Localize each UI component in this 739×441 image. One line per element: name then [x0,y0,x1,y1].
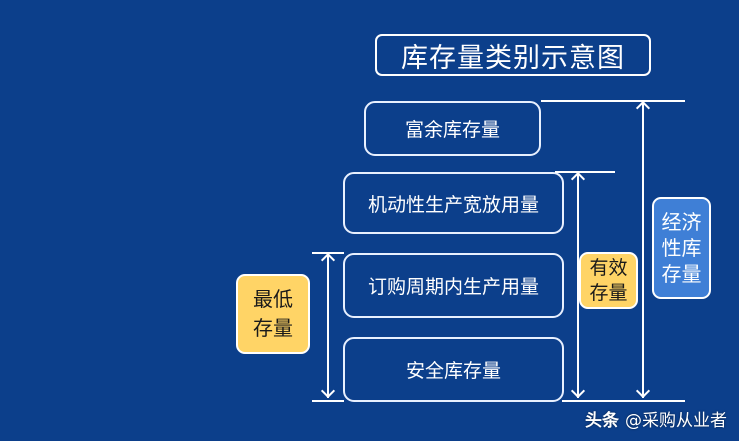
arrow-up-icon [320,252,336,268]
watermark-brand: 头条 [585,411,619,431]
label-effective-stock: 有效 存量 [579,252,638,309]
arrow-up-icon [570,171,586,187]
label-line: 有效 [589,256,628,279]
top-line-effective [555,171,615,173]
watermark-handle: @采购从业者 [625,411,727,431]
label-line: 存量 [589,281,628,304]
box-order-cycle-production: 订购周期内生产用量 [343,253,564,318]
bottom-line-minimum [312,400,344,402]
arrow-down-icon [320,383,336,399]
top-line-economic [541,100,685,102]
label-line: 存量 [661,262,702,286]
bottom-line-right [562,400,685,402]
arrow-down-icon [635,383,651,399]
minimum-arrow-shaft [327,254,329,398]
label-minimum-stock: 最低 存量 [236,274,310,354]
economic-arrow-shaft [642,102,644,398]
box-flexible-production-allowance: 机动性生产宽放用量 [343,172,564,234]
arrow-down-icon [570,383,586,399]
box-safety-stock: 安全库存量 [343,337,564,402]
top-line-minimum [312,252,344,254]
arrow-up-icon [635,100,651,116]
label-line: 最低 [253,287,293,311]
label-line: 性库 [661,236,702,260]
diagram-title: 库存量类别示意图 [375,34,651,76]
label-line: 经济 [661,210,702,234]
label-economic-stock: 经济 性库 存量 [652,197,711,299]
box-surplus-inventory: 富余库存量 [364,101,541,156]
effective-arrow-shaft [577,173,579,398]
watermark: 头条 @采购从业者 [585,406,727,431]
label-line: 存量 [253,316,293,340]
